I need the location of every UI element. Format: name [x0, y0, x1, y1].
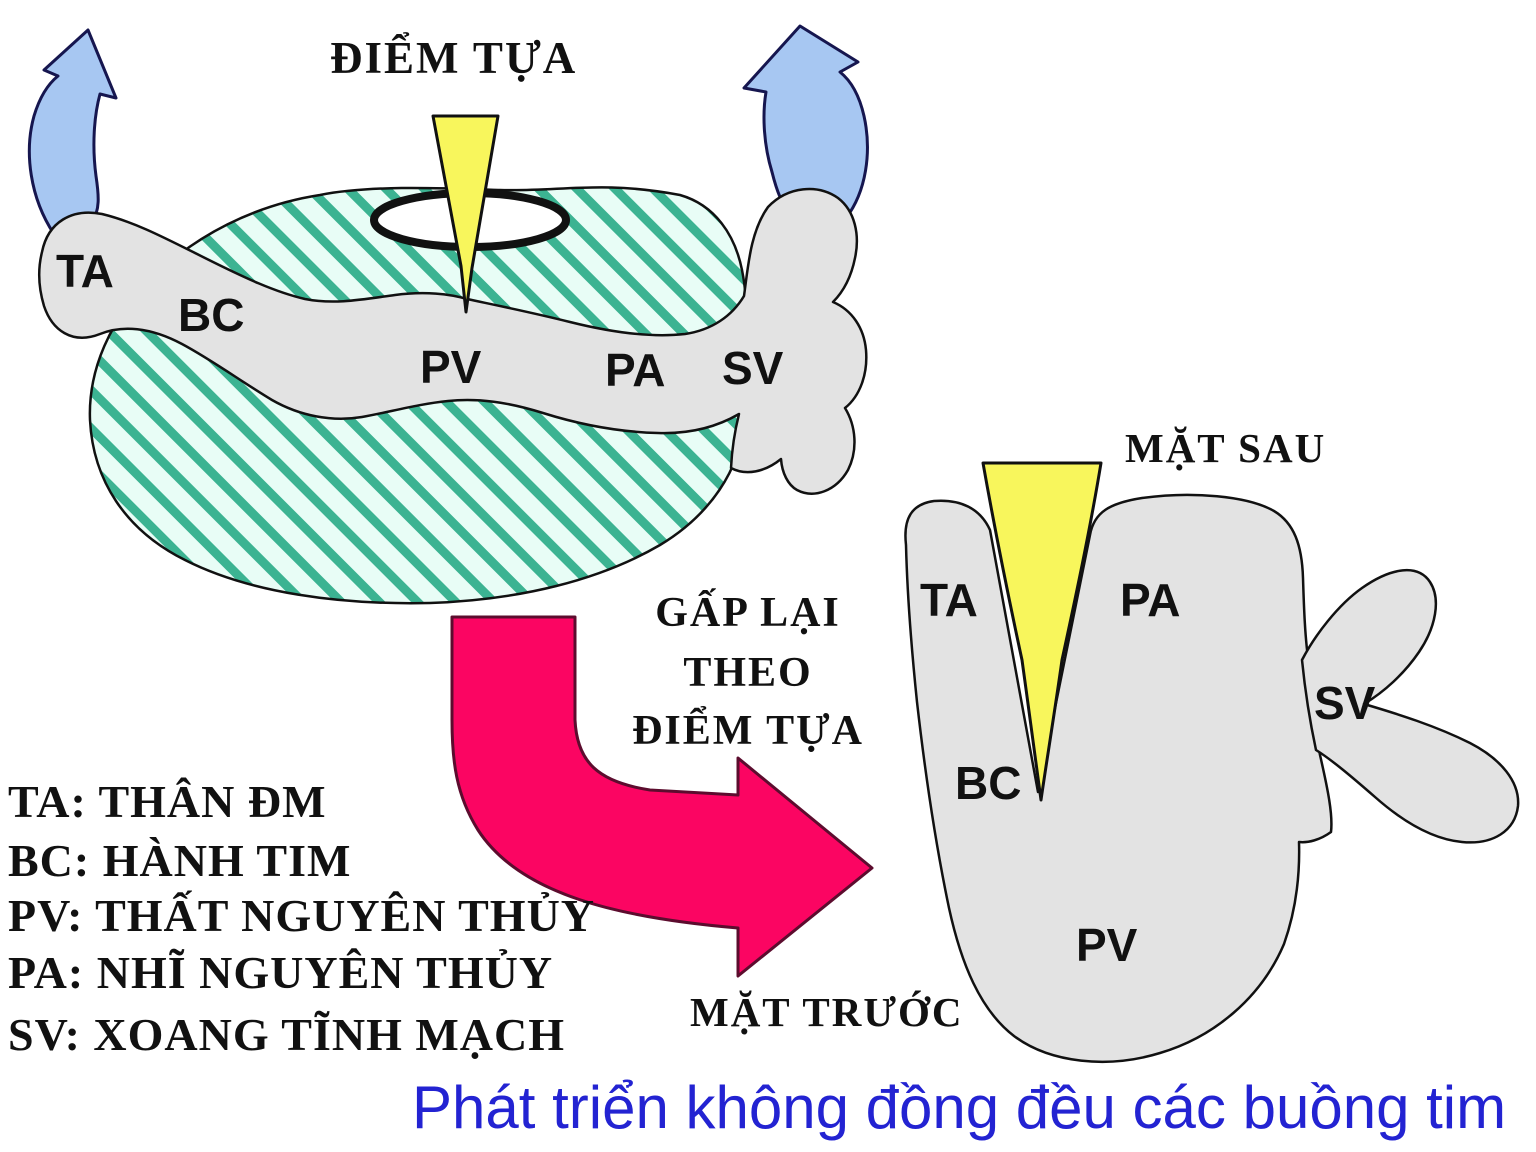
right-label-pa: PA [1120, 574, 1181, 626]
right-label-ta: TA [920, 574, 978, 626]
fulcrum-wedge-icon [431, 114, 500, 314]
fold-direction-arrow-icon [450, 615, 874, 978]
sinus-venosus-horns-shape [1300, 569, 1520, 844]
left-label-ta: TA [56, 245, 114, 297]
legend-item-bc: BC: HÀNH TIM [8, 835, 352, 886]
legend-item-pa: PA: NHĨ NGUYÊN THỦY [8, 947, 554, 998]
left-label-pv: PV [420, 341, 482, 393]
fulcrum-wedge-right-icon [981, 461, 1103, 802]
legend-item-ta: TA: THÂN ĐM [8, 776, 327, 827]
left-label-bc: BC [178, 289, 245, 341]
left-label-pa: PA [605, 344, 666, 396]
right-label-bc: BC [955, 757, 1022, 809]
fulcrum-title: ĐIỂM TỰA [330, 33, 578, 83]
front-side-label: MẶT TRƯỚC [690, 989, 964, 1035]
fold-annotation-line1: GẤP LẠI [655, 590, 841, 636]
rotate-up-left-arrow-icon [27, 28, 118, 237]
folded-heart-shape [904, 493, 1333, 1064]
back-side-label: MẶT SAU [1125, 425, 1327, 471]
legend-item-pv: PV: THẤT NGUYÊN THỦY [8, 890, 596, 941]
legend-item-sv: SV: XOANG TĨNH MẠCH [8, 1009, 566, 1060]
left-label-sv: SV [722, 342, 784, 394]
right-label-sv: SV [1314, 677, 1376, 729]
slide-caption: Phát triển không đồng đều các buồng tim [412, 1074, 1507, 1141]
fold-annotation-line2: THEO [683, 650, 813, 696]
fold-annotation-line3: ĐIỂM TỰA [632, 708, 864, 754]
right-label-pv: PV [1076, 919, 1138, 971]
heart-tube-shape [38, 187, 868, 495]
